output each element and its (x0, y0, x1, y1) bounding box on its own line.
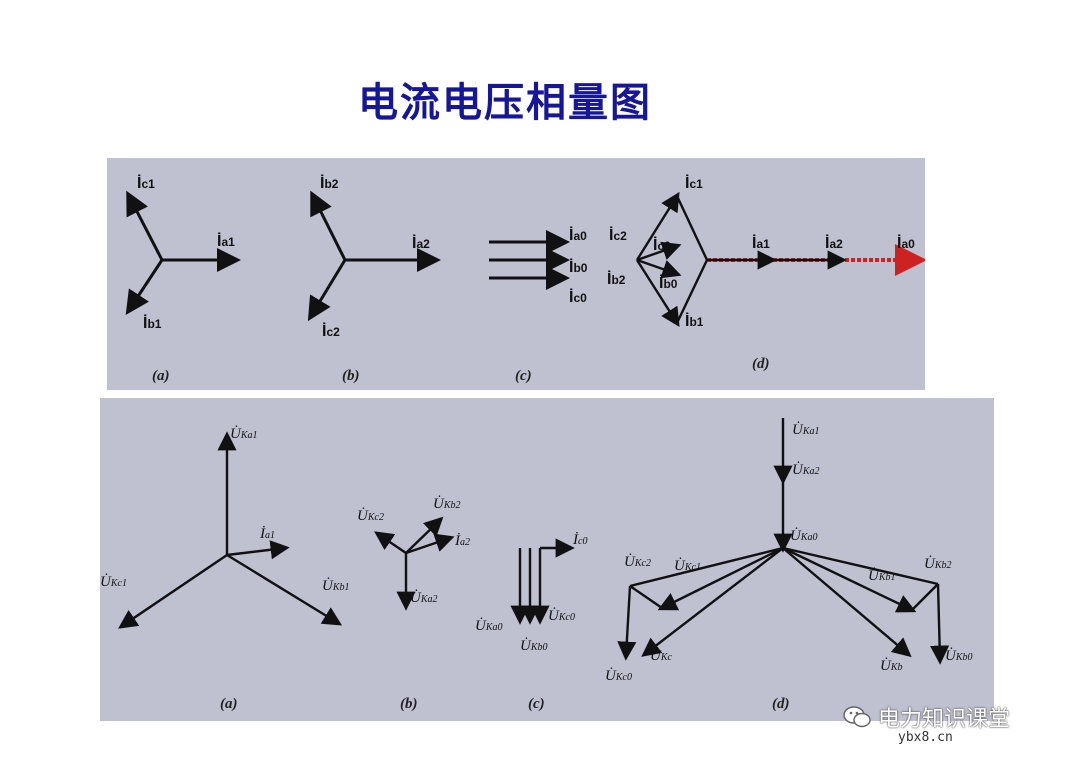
label-b-ukb2: U̇Kb2 (433, 496, 461, 512)
diagram-d-combined: İc1 İc2 İc0 İb2 İb0 İb1 İa1 İa2 İa0 (d) (607, 174, 925, 372)
page-title: 电流电压相量图 (358, 80, 652, 126)
label-c-uka0: U̇Ka0 (475, 618, 503, 634)
label-ib2: İb2 (320, 174, 339, 192)
voltage-diagram-b: U̇Kc2 U̇Kb2 İa2 U̇Ka2 (b) (357, 496, 470, 712)
caption-vd: (d) (772, 696, 790, 712)
diagram-b-negative-seq: İb2 İa2 İc2 (b) (307, 174, 441, 384)
label-a-ia1: İa1 (259, 526, 275, 542)
caption-vc: (c) (528, 696, 545, 712)
voltage-diagram-c: İc0 U̇Ka0 U̇Kb0 U̇Kc0 (c) (475, 532, 587, 712)
label-d-ukb0: U̇Kb0 (945, 648, 973, 664)
label-ib0: İb0 (569, 258, 588, 276)
label-d-ic2: İc2 (609, 226, 627, 244)
label-d-ukc2: U̇Kc2 (624, 554, 651, 570)
voltage-phasor-svg: U̇Ka1 İa1 U̇Kc1 U̇Kb1 (a) U̇Kc2 U̇Kb2 İa… (100, 418, 973, 712)
label-b-ukc2: U̇Kc2 (357, 508, 384, 524)
diagram-a-positive-seq: İc1 İa1 İb1 (a) (125, 174, 241, 384)
label-ic0: İc0 (569, 288, 587, 306)
caption-a: (a) (152, 368, 170, 384)
diagram-c-zero-seq: İa0 İb0 İc0 (c) (489, 226, 588, 384)
label-c-ukb0: U̇Kb0 (520, 638, 548, 654)
label-c-ic0: İc0 (572, 532, 587, 548)
label-d-ic1: İc1 (685, 174, 703, 192)
label-d-ukb2: U̇Kb2 (924, 556, 952, 572)
voltage-phasor-panel: U̇Ka1 İa1 U̇Kc1 U̇Kb1 (a) U̇Kc2 U̇Kb2 İa… (100, 398, 994, 721)
label-d-ia2: İa2 (825, 234, 843, 252)
voltage-diagram-d: U̇Ka1 U̇Ka2 U̇Ka0 U̇Kc2 U̇Kc1 U̇Kc U̇Kc0… (605, 418, 973, 712)
label-ic1: İc1 (137, 174, 155, 192)
label-a-ukb1: U̇Kb1 (322, 578, 350, 594)
caption-c: (c) (515, 368, 532, 384)
label-b-uka2: U̇Ka2 (410, 590, 438, 606)
caption-vb: (b) (400, 696, 418, 712)
label-d-ib2: İb2 (607, 270, 626, 288)
label-d-ia0: İa0 (897, 234, 915, 252)
current-phasor-svg: İc1 İa1 İb1 (a) İb2 İa2 İc2 (b) İa0 İb0 … (125, 174, 925, 384)
label-c-ukc0: U̇Kc0 (548, 608, 575, 624)
caption-b: (b) (342, 368, 360, 384)
label-d-ukc1: U̇Kc1 (674, 558, 701, 574)
caption-d: (d) (752, 356, 770, 372)
label-ib1: İb1 (143, 314, 162, 332)
voltage-diagram-a: U̇Ka1 İa1 U̇Kc1 U̇Kb1 (a) (100, 426, 350, 712)
label-d-ukc: U̇Kc (650, 648, 673, 664)
label-ia1: İa1 (217, 232, 235, 250)
label-d-uka2: U̇Ka2 (792, 462, 820, 478)
label-d-ic0: İc0 (653, 236, 671, 254)
current-phasor-panel: İc1 İa1 İb1 (a) İb2 İa2 İc2 (b) İa0 İb0 … (107, 158, 925, 390)
label-a-uka1: U̇Ka1 (230, 426, 258, 442)
label-a-ukc1: U̇Kc1 (100, 574, 127, 590)
watermark: 电力知识课堂 (842, 700, 1010, 734)
watermark-text: 电力知识课堂 (878, 707, 1011, 732)
wechat-icon (842, 704, 872, 730)
label-ia2: İa2 (412, 234, 430, 252)
watermark-site: ybx8.cn (898, 730, 953, 745)
label-ia0: İa0 (569, 226, 587, 244)
caption-va: (a) (220, 696, 238, 712)
label-d-ukb: U̇Kb (880, 658, 903, 674)
label-d-ia1: İa1 (752, 234, 770, 252)
label-d-uka1: U̇Ka1 (792, 422, 820, 438)
label-b-ia2: İa2 (454, 533, 470, 549)
label-d-ukb1: U̇Kb1 (868, 568, 896, 584)
label-d-ib1: İb1 (685, 312, 704, 330)
label-ic2: İc2 (322, 322, 340, 340)
label-d-uka0: U̇Ka0 (790, 528, 818, 544)
label-d-ukc0: U̇Kc0 (605, 668, 632, 684)
label-d-ib0: İb0 (659, 274, 678, 292)
